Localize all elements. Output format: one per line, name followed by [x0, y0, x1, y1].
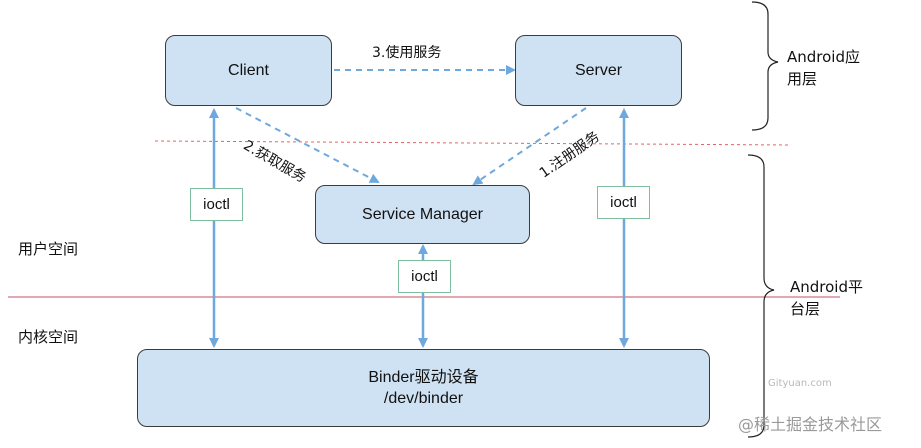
binder-driver-node: Binder驱动设备 /dev/binder: [137, 349, 710, 427]
client-label: Client: [228, 61, 269, 79]
platform-layer-brace: [747, 154, 775, 438]
app-layer-line1: Android应: [787, 48, 860, 66]
ioctl-middle-label: ioctl: [398, 260, 451, 293]
platform-layer-line1: Android平: [790, 278, 863, 296]
use-service-label: 3.使用服务: [372, 45, 442, 61]
register-service-arrow: [472, 107, 587, 186]
user-space-label: 用户空间: [18, 240, 79, 258]
app-layer-brace: [751, 1, 779, 131]
binder-label-line1: Binder驱动设备: [368, 369, 479, 386]
ioctl-right-label: ioctl: [597, 186, 650, 219]
client-node: Client: [165, 35, 332, 106]
platform-layer-line2: 台层: [790, 300, 821, 318]
kernel-space-label: 内核空间: [18, 328, 79, 346]
service-manager-node: Service Manager: [315, 185, 530, 244]
platform-layer-label: Android平 台层: [790, 276, 863, 320]
service-manager-label: Service Manager: [362, 205, 483, 223]
gityuan-watermark: Gityuan.com: [768, 378, 832, 389]
get-service-arrow: [235, 107, 380, 183]
app-layer-label: Android应 用层: [787, 46, 860, 90]
ioctl-left-label: ioctl: [190, 188, 243, 221]
binder-label-line2: /dev/binder: [383, 390, 464, 407]
juejin-watermark: @稀土掘金技术社区: [738, 415, 883, 434]
app-layer-divider: [154, 140, 791, 146]
server-node: Server: [515, 35, 682, 106]
app-layer-line2: 用层: [787, 70, 818, 88]
server-label: Server: [574, 61, 623, 79]
